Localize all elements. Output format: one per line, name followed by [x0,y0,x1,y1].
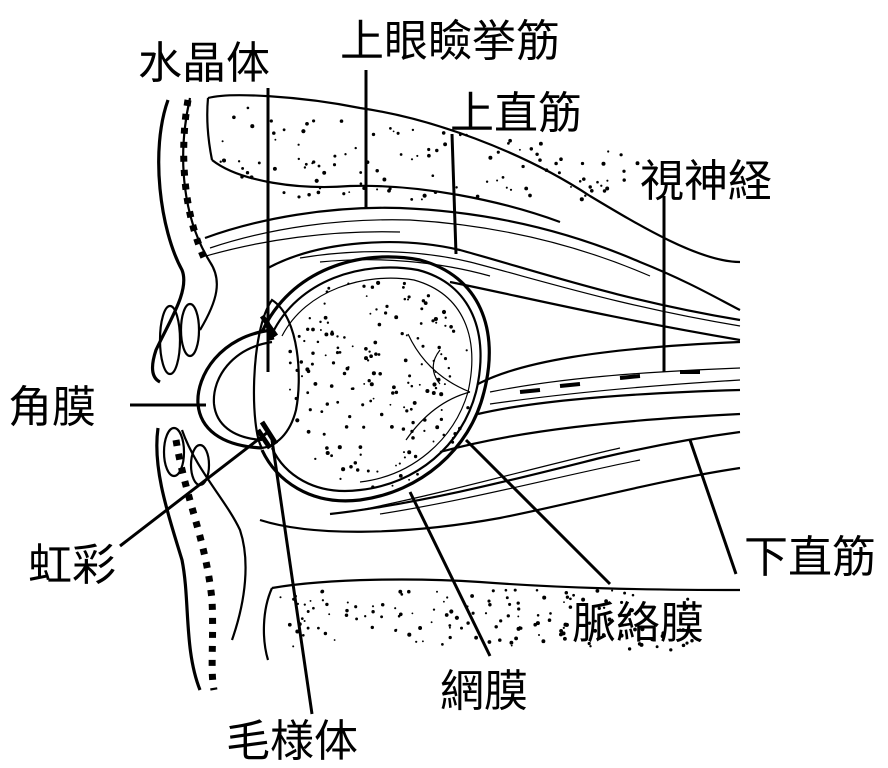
label-optic-nerve: 視神経 [640,156,772,207]
label-retina: 網膜 [440,666,528,717]
label-inferior-rectus: 下直筋 [744,532,876,583]
orbicularis-muscle-upper [180,99,210,264]
labels: 水晶体 上眼瞼挙筋 上直筋 視神経 角膜 虹彩 下直筋 脈絡膜 網膜 毛様体 [8,16,876,767]
eyeball [260,255,491,503]
leader-retina [408,491,492,657]
lower-orbital-bone [259,466,741,661]
inferior-rectus-muscle [329,412,741,516]
label-superior-rectus: 上直筋 [450,88,582,139]
label-levator: 上眼瞼挙筋 [340,16,560,67]
label-choroid: 脈絡膜 [572,598,704,649]
leader-choroid [464,438,612,586]
label-cornea: 角膜 [8,382,96,433]
label-lens: 水晶体 [138,38,270,89]
optic-nerve [477,340,741,416]
leader-ciliary-body [270,439,314,715]
orbicularis-muscle-lower [172,439,218,691]
label-ciliary-body: 毛様体 [226,716,358,767]
tarsal-glands [158,302,211,487]
eyeball-stipple [288,280,470,489]
levator-muscle [204,206,741,311]
leader-lines [119,70,738,715]
upper-bone-stipple [219,106,640,202]
superior-rectus-muscle [267,241,741,342]
lens [252,298,300,450]
label-iris: 虹彩 [28,540,116,591]
lower-bone-stipple [279,588,695,652]
leader-inferior-rectus [688,439,738,575]
leader-iris [119,430,269,548]
leader-superior-rectus [450,133,458,255]
